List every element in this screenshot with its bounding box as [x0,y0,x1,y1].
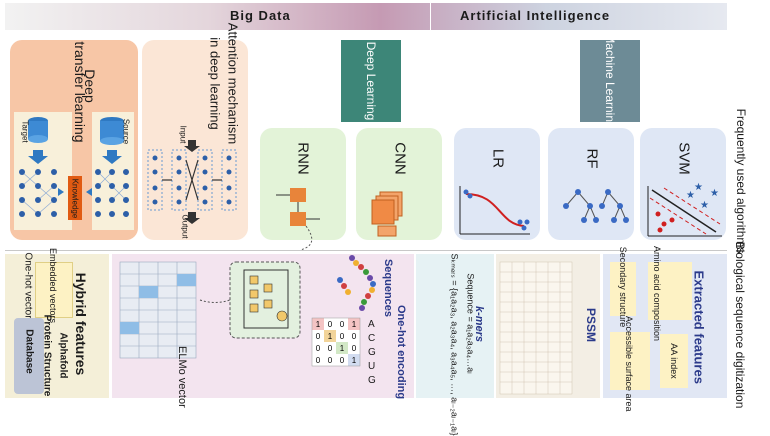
svg-text:★: ★ [686,190,695,201]
svg-text:★: ★ [700,200,709,211]
header-big-data: Big Data [230,8,291,23]
cnn-illustration [371,191,403,237]
cnn-box [356,128,442,240]
pssm-title: PSSM [584,307,598,342]
rnn-illustration [276,188,320,251]
svg-text:★: ★ [694,182,703,193]
svg-text:0: 0 [316,356,321,365]
aa-index-label: AA index [669,343,679,379]
svg-text:1: 1 [340,344,345,353]
svg-text:0: 0 [316,344,321,353]
elmo-grid [119,261,301,359]
svg-text:0: 0 [328,320,333,329]
kmers-panel [416,254,494,398]
one-hot-letter: G [368,375,376,386]
section-divider [5,250,727,251]
machine-learning-tag: Machine Learning [580,33,640,129]
one-hot-letter: C [368,333,376,344]
amino-acid-box [648,262,692,320]
source-network-icon [97,171,127,201]
amino-acid-label-a: Amino acid composition [652,246,662,342]
svg-text:★: ★ [710,188,719,199]
one-hot-grid: 1 0 0 1 0 1 0 0 0 0 1 0 0 0 0 1 [311,317,361,367]
one-hot-letter: A [368,319,375,330]
database-cylinder [14,318,44,394]
svg-text:0: 0 [328,344,333,353]
embedded-vectors-box [35,262,73,318]
svg-text:0: 0 [340,356,345,365]
svg-text:1: 1 [316,320,321,329]
svm-illustration: ★★★★ [647,182,722,237]
header-divider [430,3,431,30]
one-hot-letters: A C G U G [368,318,382,388]
attention-illustration [147,140,237,224]
one-hot-letter: G [368,347,376,358]
one-hot-letter: U [368,361,376,372]
pssm-matrix [499,261,573,395]
svg-text:0: 0 [340,320,345,329]
svg-text:0: 0 [352,332,357,341]
aa-index-box [660,334,688,388]
header-banner [5,3,727,30]
sequence-beads [337,255,376,311]
header-ai: Artificial Intelligence [460,8,611,23]
target-network-icon [21,171,55,215]
transfer-illustration [19,117,129,220]
accessible-surface-label: Accessible surface area [624,316,634,412]
deep-learning-tag: Deep Learning [341,40,401,122]
svg-text:0: 0 [352,344,357,353]
accessible-surface-box [610,332,650,390]
rf-box [548,128,634,240]
svg-text:1: 1 [352,320,357,329]
rf-illustration [563,189,629,223]
svg-text:1: 1 [328,332,333,341]
svg-text:1: 1 [352,356,357,365]
extracted-title: Extracted features [691,270,707,384]
lr-illustration [459,186,530,235]
svg-text:0: 0 [328,356,333,365]
knowledge-box [68,176,82,220]
svm-box [640,128,726,240]
secondary-structure-box [610,262,636,316]
svg-text:0: 0 [340,332,345,341]
svg-text:0: 0 [316,332,321,341]
